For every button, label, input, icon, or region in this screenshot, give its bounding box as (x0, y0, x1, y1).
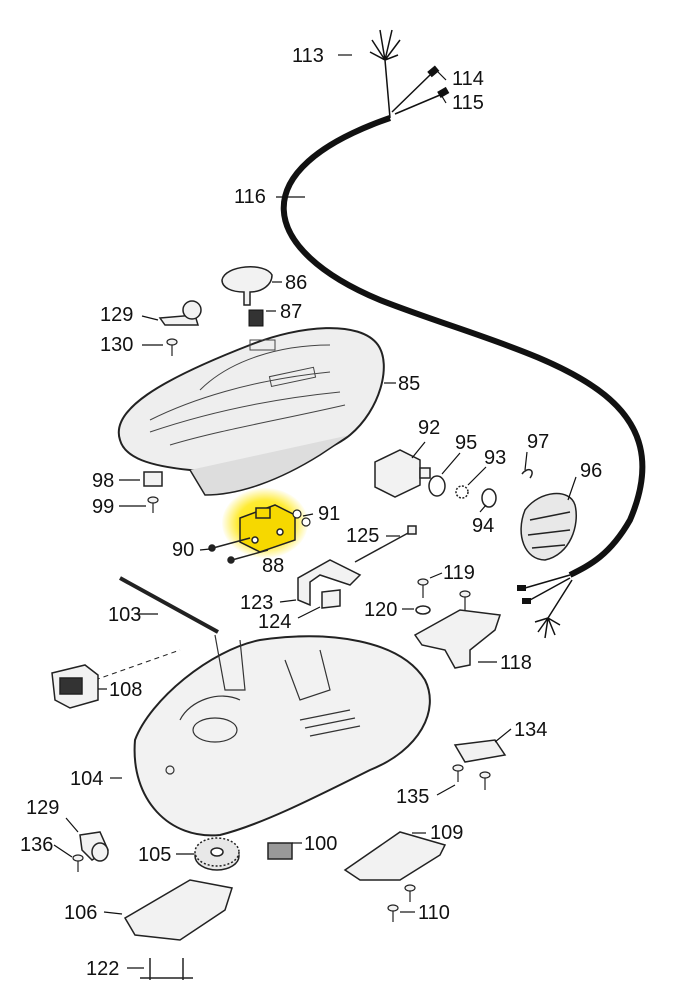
part-103-rod (119, 576, 219, 634)
screws-135 (452, 764, 491, 790)
part-94-nut (481, 488, 497, 508)
callout-130: 130 (100, 334, 134, 356)
part-87 (248, 309, 264, 327)
callout-113: 113 (292, 45, 324, 67)
callout-99: 99 (92, 496, 115, 518)
part-96 (520, 492, 577, 561)
callout-93: 93 (484, 447, 507, 469)
screws-122 (140, 958, 193, 980)
callout-124: 124 (258, 611, 292, 633)
screws-119 (417, 578, 471, 612)
callout-95: 95 (455, 432, 478, 454)
callout-118: 118 (500, 652, 532, 674)
callout-129-lower: 129 (26, 797, 60, 819)
washer-120 (415, 605, 431, 615)
part-98 (143, 471, 163, 487)
callout-125: 125 (346, 525, 380, 547)
callout-90: 90 (172, 539, 195, 561)
callout-94: 94 (472, 515, 495, 537)
callout-136: 136 (20, 834, 54, 856)
screws-110 (387, 884, 416, 922)
wire-connector-b1 (517, 585, 526, 591)
screw-136 (72, 854, 84, 872)
part-97-clip (521, 468, 533, 479)
part-123-bracket (297, 559, 362, 607)
part-106-plate (123, 879, 233, 941)
part-91-nuts (292, 509, 311, 527)
callout-100: 100 (304, 833, 338, 855)
callout-106: 106 (64, 902, 98, 924)
callout-108: 108 (109, 679, 143, 701)
callout-120: 120 (364, 599, 398, 621)
callout-110: 110 (418, 902, 450, 924)
callout-105: 105 (138, 844, 172, 866)
callout-85: 85 (398, 373, 421, 395)
callout-97: 97 (527, 431, 550, 453)
part-85-side (189, 434, 351, 496)
callout-129-top: 129 (100, 304, 134, 326)
part-92-switch (374, 449, 431, 498)
part-88-bracket (239, 504, 296, 553)
callout-114: 114 (452, 68, 484, 90)
callout-98: 98 (92, 470, 115, 492)
screw-130 (166, 338, 178, 356)
callout-92: 92 (418, 417, 441, 439)
callout-116: 116 (234, 186, 266, 208)
wire-connector-114 (427, 65, 440, 78)
part-104-detail (165, 634, 361, 775)
part-109-plate (343, 831, 447, 881)
callout-96: 96 (580, 460, 603, 482)
part-108-switch (51, 664, 99, 709)
leader-dashed-108 (94, 649, 181, 681)
callout-134: 134 (514, 719, 548, 741)
callout-104: 104 (70, 768, 104, 790)
callout-119: 119 (443, 562, 475, 584)
wire-ends-bottom (524, 574, 573, 639)
callout-91: 91 (318, 503, 341, 525)
part-93-star-washer (455, 485, 469, 499)
part-124 (321, 589, 341, 609)
part-129-clip-lower (79, 831, 109, 862)
callout-88: 88 (262, 555, 285, 577)
wire-connector-b2 (522, 598, 531, 604)
part-129-clip-top (158, 300, 202, 326)
callout-103: 103 (108, 604, 142, 626)
screws-90 (208, 537, 269, 564)
part-100 (267, 842, 293, 860)
part-118-bracket (413, 609, 502, 669)
callout-115: 115 (452, 92, 484, 114)
part-134 (453, 739, 507, 763)
callout-86: 86 (285, 272, 308, 294)
part-95-washer (428, 475, 446, 497)
part-104-base (133, 635, 431, 837)
part-105-gear (194, 837, 240, 871)
wire-ends-top (369, 29, 441, 119)
leader-lines (53, 54, 577, 969)
screw-99 (147, 496, 159, 513)
callout-109: 109 (430, 822, 464, 844)
part-85-detail (149, 339, 346, 446)
wire-connector-115 (437, 86, 450, 98)
callout-87: 87 (280, 301, 303, 323)
callout-122: 122 (86, 958, 120, 980)
part-86-knob (221, 266, 273, 306)
part-125-bolt (354, 525, 417, 563)
callout-135: 135 (396, 786, 430, 808)
callout-123: 123 (240, 592, 274, 614)
